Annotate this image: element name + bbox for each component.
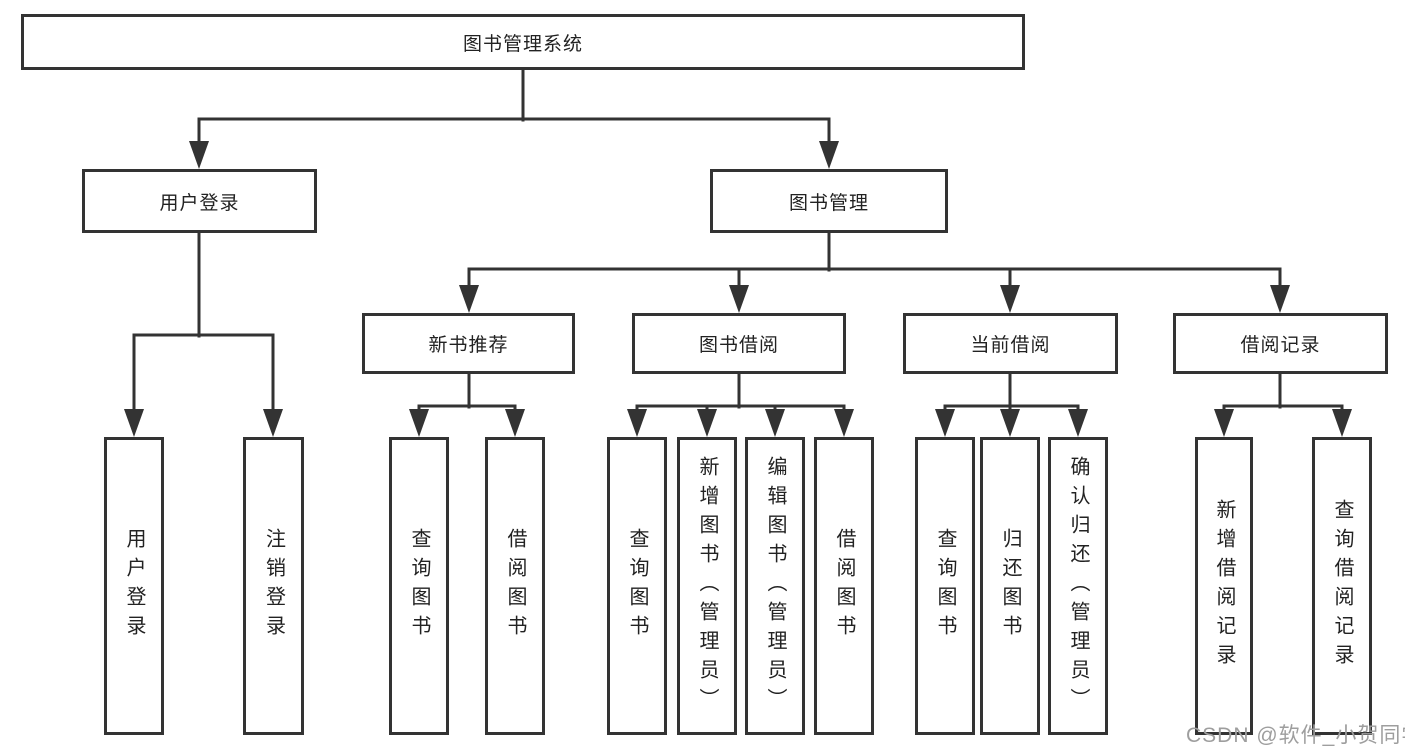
arrowheads [124, 141, 1352, 437]
leaf-label: 查询图书 [934, 528, 956, 644]
arrowhead-borrow-leaf1 [627, 409, 647, 437]
node-root-library-system: 图书管理系统 [21, 14, 1025, 70]
node-label: 用户登录 [159, 192, 240, 214]
leaf-user-login: 用户登录 [104, 437, 164, 735]
leaf-label: 查询借阅记录 [1331, 499, 1353, 673]
node-book-borrowing: 图书借阅 [632, 313, 846, 374]
node-label: 借阅记录 [1240, 335, 1321, 356]
leaf-label: 注销登录 [262, 528, 285, 644]
node-label: 新书推荐 [428, 335, 509, 356]
leaf-confirm-return-admin: 确认归还（管理员） [1048, 437, 1108, 735]
leaf-label: 新增借阅记录 [1213, 499, 1235, 673]
node-label: 图书管理 [788, 192, 869, 214]
arrowhead-login-leaf1 [124, 409, 144, 437]
arrowhead-newbook-leaf1 [409, 409, 429, 437]
leaf-label: 查询图书 [408, 528, 430, 644]
arrowhead-borrow [729, 285, 749, 313]
leaf-label: 借阅图书 [833, 528, 855, 644]
leaf-logout: 注销登录 [243, 437, 304, 735]
arrowhead-current-leaf2 [1000, 409, 1020, 437]
node-label: 当前借阅 [970, 335, 1051, 356]
arrowhead-current [1000, 285, 1020, 313]
arrowhead-login-leaf2 [263, 409, 283, 437]
leaf-label: 新增图书（管理员） [696, 455, 718, 717]
leaf-label: 查询图书 [626, 528, 648, 644]
csdn-watermark: CSDN @软件_小贺同学 [1186, 724, 1405, 747]
node-user-login: 用户登录 [82, 169, 317, 233]
leaf-query-books-1: 查询图书 [389, 437, 449, 735]
arrowhead-borrow-leaf3 [765, 409, 785, 437]
leaf-borrow-books-2: 借阅图书 [814, 437, 874, 735]
arrowhead-current-leaf3 [1068, 409, 1088, 437]
arrowhead-newbook [459, 285, 479, 313]
leaf-label: 用户登录 [123, 528, 145, 644]
node-borrowing-records: 借阅记录 [1173, 313, 1388, 374]
arrowhead-borrow-leaf2 [697, 409, 717, 437]
arrowhead-book-mgmt [819, 141, 839, 169]
node-book-management: 图书管理 [710, 169, 948, 233]
arrowhead-current-leaf1 [935, 409, 955, 437]
leaf-query-books-2: 查询图书 [607, 437, 667, 735]
leaf-label: 编辑图书（管理员） [764, 455, 786, 717]
leaf-label: 借阅图书 [504, 528, 526, 644]
node-new-book-recommend: 新书推荐 [362, 313, 575, 374]
leaf-query-borrow-records: 查询借阅记录 [1312, 437, 1372, 735]
node-label: 图书借阅 [698, 335, 779, 356]
arrowhead-borrow-leaf4 [834, 409, 854, 437]
leaf-label: 确认归还（管理员） [1067, 455, 1089, 717]
leaf-edit-books-admin: 编辑图书（管理员） [745, 437, 805, 735]
leaf-borrow-books-1: 借阅图书 [485, 437, 545, 735]
leaf-label: 归还图书 [999, 528, 1021, 644]
arrowhead-newbook-leaf2 [505, 409, 525, 437]
arrowhead-user-login [189, 141, 209, 169]
leaf-query-books-3: 查询图书 [915, 437, 975, 735]
arrowhead-records [1270, 285, 1290, 313]
leaf-return-books: 归还图书 [980, 437, 1040, 735]
arrowhead-records-leaf1 [1214, 409, 1234, 437]
node-current-borrowing: 当前借阅 [903, 313, 1118, 374]
node-label: 图书管理系统 [462, 33, 583, 55]
arrowhead-records-leaf2 [1332, 409, 1352, 437]
leaf-add-borrow-record: 新增借阅记录 [1195, 437, 1253, 735]
leaf-add-books-admin: 新增图书（管理员） [677, 437, 737, 735]
